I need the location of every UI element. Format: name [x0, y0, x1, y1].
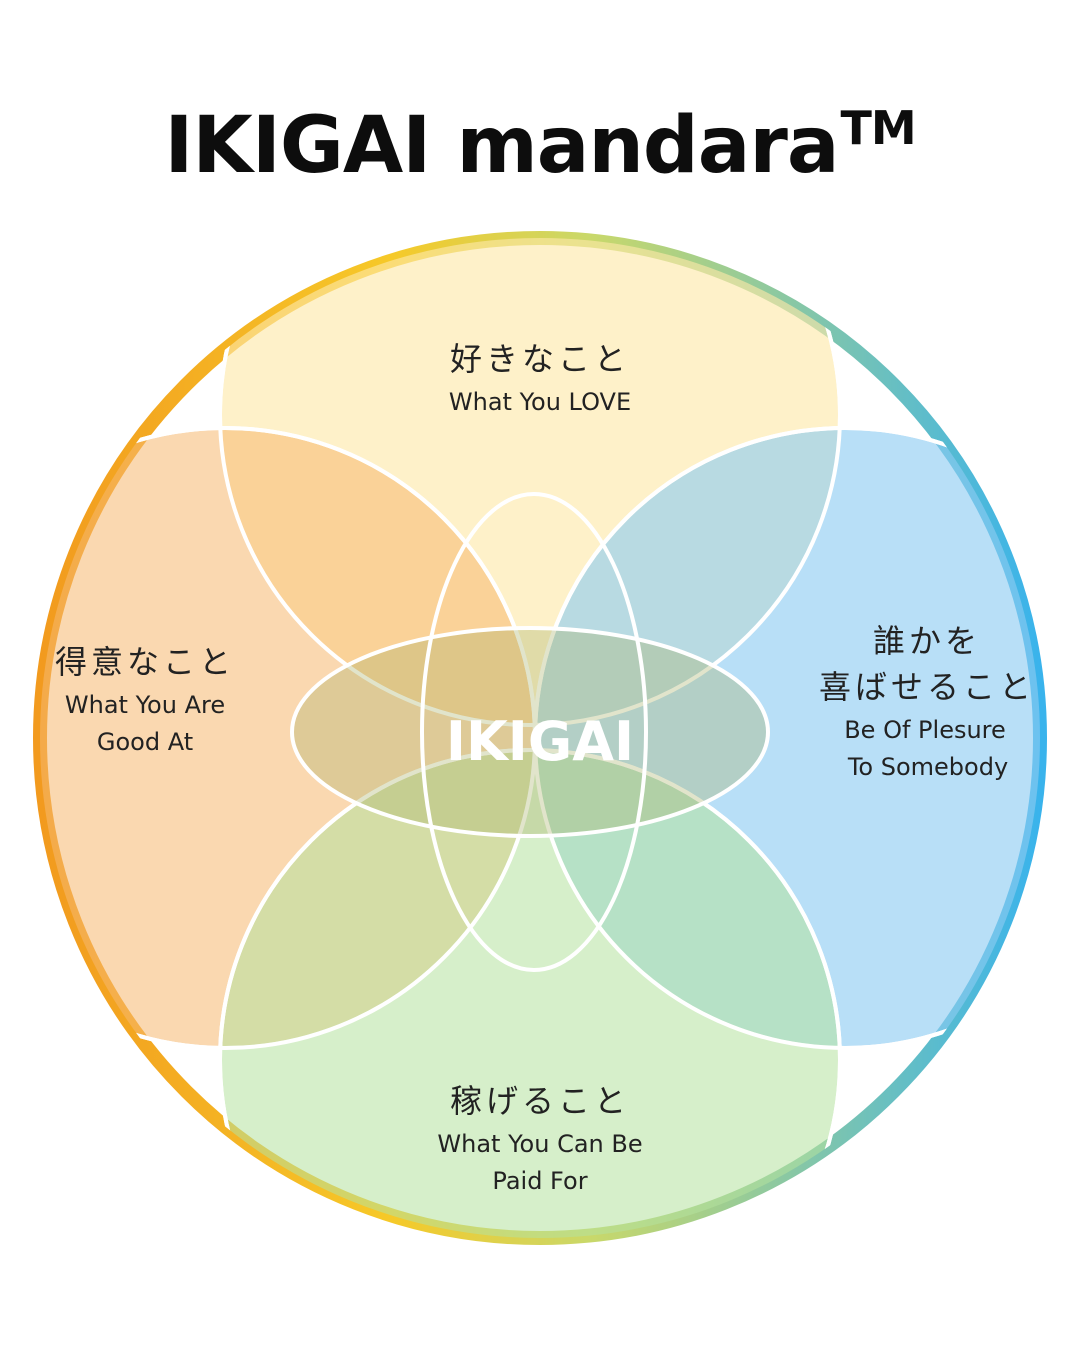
love-jp-label: 好きなこと	[450, 340, 630, 378]
good-at-jp-label: 得意なこと	[55, 643, 235, 681]
paid-jp-label: 稼げること	[450, 1082, 630, 1120]
title-text: IKIGAI mandara	[164, 101, 839, 191]
love-en-label: What You LOVE	[449, 388, 631, 416]
diagram-title: IKIGAI mandaraTM	[0, 78, 1080, 196]
good-at-en-line-2: Good At	[97, 728, 193, 756]
good-at-en-line-1: What You Are	[65, 691, 225, 719]
inner-ellipse-vertical	[420, 492, 648, 972]
pleasure-jp-line-2: 喜ばせること	[819, 668, 1035, 706]
paid-en-line-1: What You Can Be	[437, 1130, 642, 1158]
paid-en-line-2: Paid For	[492, 1167, 587, 1195]
pleasure-jp-line-1: 誰かを	[873, 622, 981, 660]
trademark-mark: TM	[840, 101, 916, 155]
inner-ellipse-horizontal	[290, 626, 770, 838]
pleasure-en-line-1: Be Of Plesure	[844, 716, 1006, 744]
pleasure-en-line-2: To Somebody	[847, 753, 1008, 781]
center-label: IKIGAI	[446, 710, 634, 773]
